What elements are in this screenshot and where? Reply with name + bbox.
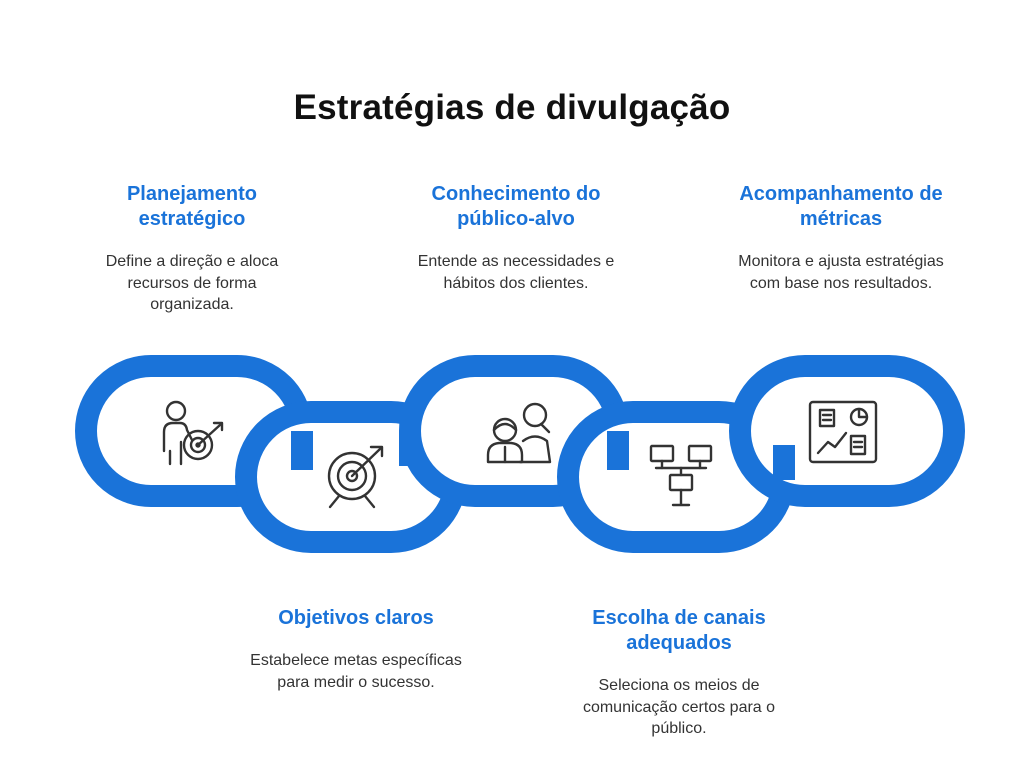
person-target-icon — [162, 400, 224, 466]
step-title: Objetivos claros — [278, 607, 434, 629]
step-description: Estabelece metas específicas para medir … — [250, 652, 462, 691]
step-title: Planejamento estratégico — [126, 183, 258, 230]
step-title: Conhecimento do público-alvo — [431, 183, 601, 230]
target-arrow-icon — [327, 445, 384, 509]
step-description: Seleciona os meios de comunicação certos… — [582, 677, 776, 737]
network-channels-icon — [649, 444, 713, 507]
step-description: Monitora e ajusta estratégias com base n… — [738, 253, 944, 292]
step-metricas: Acompanhamento de métricas Monitora e aj… — [726, 182, 956, 294]
step-title: Acompanhamento de métricas — [739, 183, 943, 230]
step-publico-alvo: Conhecimento do público-alvo Entende as … — [405, 182, 627, 294]
step-canais: Escolha de canais adequados Seleciona os… — [566, 606, 792, 740]
chain-link-5 — [729, 355, 965, 507]
step-planejamento: Planejamento estratégico Define a direçã… — [92, 182, 292, 316]
dashboard-metrics-icon — [808, 400, 878, 464]
step-description: Define a direção e aloca recursos de for… — [105, 253, 279, 313]
step-objetivos: Objetivos claros Estabelece metas especí… — [250, 606, 462, 693]
step-title: Escolha de canais adequados — [592, 607, 766, 654]
page-title: Estratégias de divulgação — [293, 88, 731, 127]
audience-icon — [486, 402, 552, 464]
step-description: Entende as necessidades e hábitos dos cl… — [417, 253, 615, 292]
